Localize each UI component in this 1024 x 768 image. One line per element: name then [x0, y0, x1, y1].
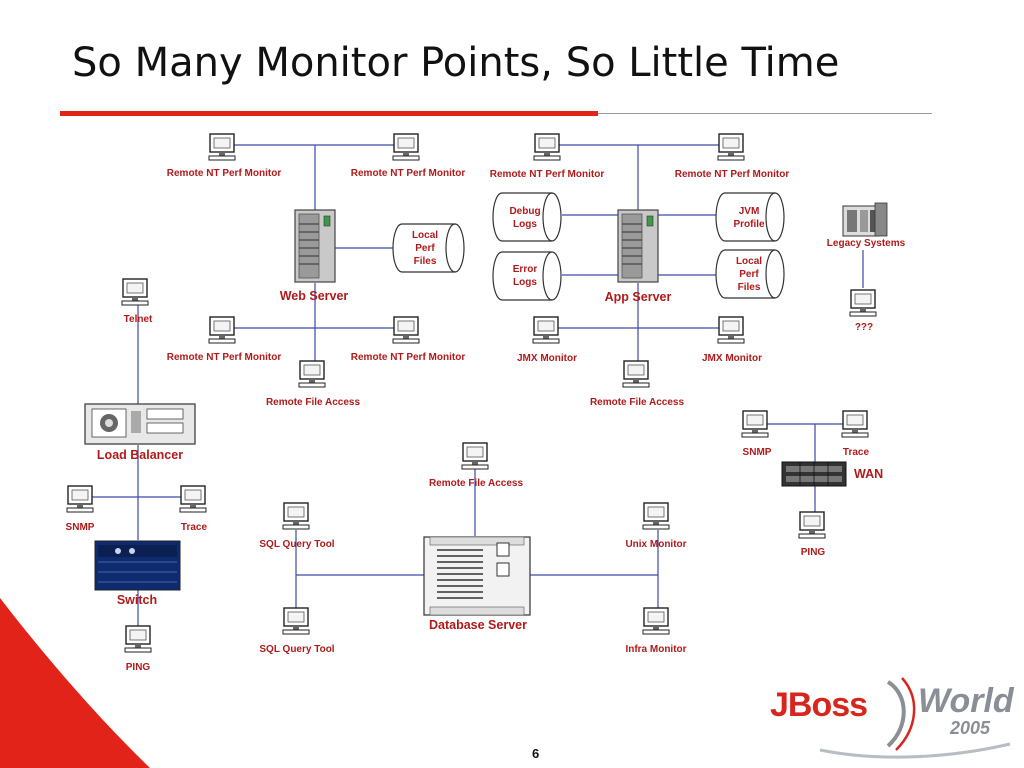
load-balancer-icon: [84, 403, 196, 445]
app-file-access-icon: [622, 360, 650, 388]
app-top-right-monitor-label: Remote NT Perf Monitor: [675, 169, 790, 180]
jvm-profile-line2: Profile: [733, 219, 765, 230]
app-server-cluster: Remote NT Perf Monitor Remote NT Perf Mo…: [490, 133, 790, 408]
page-number: 6: [532, 746, 540, 761]
error-logs-line1: Error: [513, 264, 538, 275]
jmx-right-label: JMX Monitor: [702, 353, 762, 364]
infra-monitor-icon: [642, 607, 670, 635]
legacy-systems-label: Legacy Systems: [827, 238, 906, 249]
sql-bottom-label: SQL Query Tool: [259, 644, 334, 655]
legacy-systems-icon: [842, 202, 888, 237]
debug-logs-line2: Logs: [513, 219, 537, 230]
wan-snmp-monitor-icon: [741, 410, 769, 438]
left-trace-monitor-icon: [179, 485, 207, 513]
debug-logs-line1: Debug: [509, 206, 540, 217]
jvm-profile-line1: JVM: [739, 206, 760, 217]
web-server-cluster: Remote NT Perf Monitor Remote NT Perf Mo…: [167, 133, 466, 408]
left-network-column: Telnet Load Balancer SNMP Trace Switch P…: [66, 278, 208, 673]
jmx-left-monitor-icon: [532, 316, 560, 344]
database-server-label: Database Server: [429, 618, 527, 632]
web-bottom-left-monitor-label: Remote NT Perf Monitor: [167, 352, 282, 363]
unix-monitor-icon: [642, 502, 670, 530]
red-corner-swoosh: [0, 598, 150, 768]
left-snmp-monitor-icon: [66, 485, 94, 513]
web-bottom-right-monitor-icon: [392, 316, 420, 344]
wan-ping-label: PING: [801, 547, 826, 558]
telnet-monitor-icon: [121, 278, 149, 306]
left-ping-label: PING: [126, 662, 151, 673]
web-files-line1: Local: [412, 230, 438, 241]
app-local-perf-files-cylinder: Local Perf Files: [715, 249, 785, 299]
title-rule-grey: [598, 113, 932, 114]
jmx-left-label: JMX Monitor: [517, 353, 577, 364]
web-file-access-label: Remote File Access: [266, 397, 361, 408]
db-file-access-icon: [461, 442, 489, 470]
logo-brand: JBoss: [770, 686, 868, 724]
wan-group: SNMP Trace WAN PING: [741, 410, 883, 558]
jmx-right-monitor-icon: [717, 316, 745, 344]
wan-router-icon: [781, 461, 847, 487]
web-file-access-icon: [298, 360, 326, 388]
error-logs-line2: Logs: [513, 277, 537, 288]
logo-swoosh-icon: [819, 677, 1011, 759]
title-rule-red: [60, 111, 598, 116]
web-bottom-left-monitor-icon: [208, 316, 236, 344]
logo-year: 2005: [950, 718, 991, 738]
app-server-label: App Server: [605, 290, 672, 304]
app-top-right-monitor-icon: [717, 133, 745, 161]
wan-trace-label: Trace: [843, 447, 870, 458]
switch-label: Switch: [117, 593, 157, 607]
database-cluster: Remote File Access SQL Query Tool SQL Qu…: [259, 442, 687, 655]
app-top-left-monitor-label: Remote NT Perf Monitor: [490, 169, 605, 180]
load-balancer-label: Load Balancer: [97, 448, 183, 462]
telnet-label: Telnet: [124, 314, 153, 325]
left-trace-label: Trace: [181, 522, 208, 533]
app-files-line3: Files: [738, 282, 761, 293]
app-files-line1: Local: [736, 256, 762, 267]
unix-monitor-label: Unix Monitor: [625, 539, 686, 550]
web-top-left-monitor-label: Remote NT Perf Monitor: [167, 168, 282, 179]
jboss-world-logo: JBoss World 2005: [770, 664, 1020, 764]
sql-top-label: SQL Query Tool: [259, 539, 334, 550]
web-top-right-monitor-icon: [392, 133, 420, 161]
database-server-icon: [423, 536, 531, 616]
infra-monitor-label: Infra Monitor: [625, 644, 686, 655]
wan-label: WAN: [854, 467, 883, 481]
web-server-label: Web Server: [280, 289, 349, 303]
db-file-access-label: Remote File Access: [429, 478, 524, 489]
debug-logs-cylinder: Debug Logs: [492, 192, 562, 242]
jvm-profile-cylinder: JVM Profile: [715, 192, 785, 242]
left-ping-monitor-icon: [124, 625, 152, 653]
slide-title: So Many Monitor Points, So Little Time: [72, 40, 840, 86]
web-local-perf-files-cylinder: Local Perf Files: [392, 223, 465, 273]
web-files-line2: Perf: [415, 243, 435, 254]
app-top-left-monitor-icon: [533, 133, 561, 161]
left-snmp-label: SNMP: [66, 522, 95, 533]
legacy-unknown-label: ???: [855, 322, 873, 333]
app-file-access-label: Remote File Access: [590, 397, 685, 408]
sql-top-monitor-icon: [282, 502, 310, 530]
switch-icon: [94, 540, 181, 591]
error-logs-cylinder: Error Logs: [492, 251, 562, 301]
web-top-right-monitor-label: Remote NT Perf Monitor: [351, 168, 466, 179]
app-files-line2: Perf: [739, 269, 759, 280]
web-top-left-monitor-icon: [208, 133, 236, 161]
legacy-unknown-monitor-icon: [849, 289, 877, 317]
wan-snmp-label: SNMP: [743, 447, 772, 458]
web-server-icon: [294, 209, 336, 283]
logo-event: World: [918, 682, 1014, 720]
web-files-line3: Files: [414, 256, 437, 267]
web-bottom-right-monitor-label: Remote NT Perf Monitor: [351, 352, 466, 363]
app-server-icon: [617, 209, 659, 283]
legacy-systems-group: Legacy Systems ???: [827, 202, 906, 333]
sql-bottom-monitor-icon: [282, 607, 310, 635]
wan-trace-monitor-icon: [841, 410, 869, 438]
wan-ping-monitor-icon: [798, 511, 826, 539]
